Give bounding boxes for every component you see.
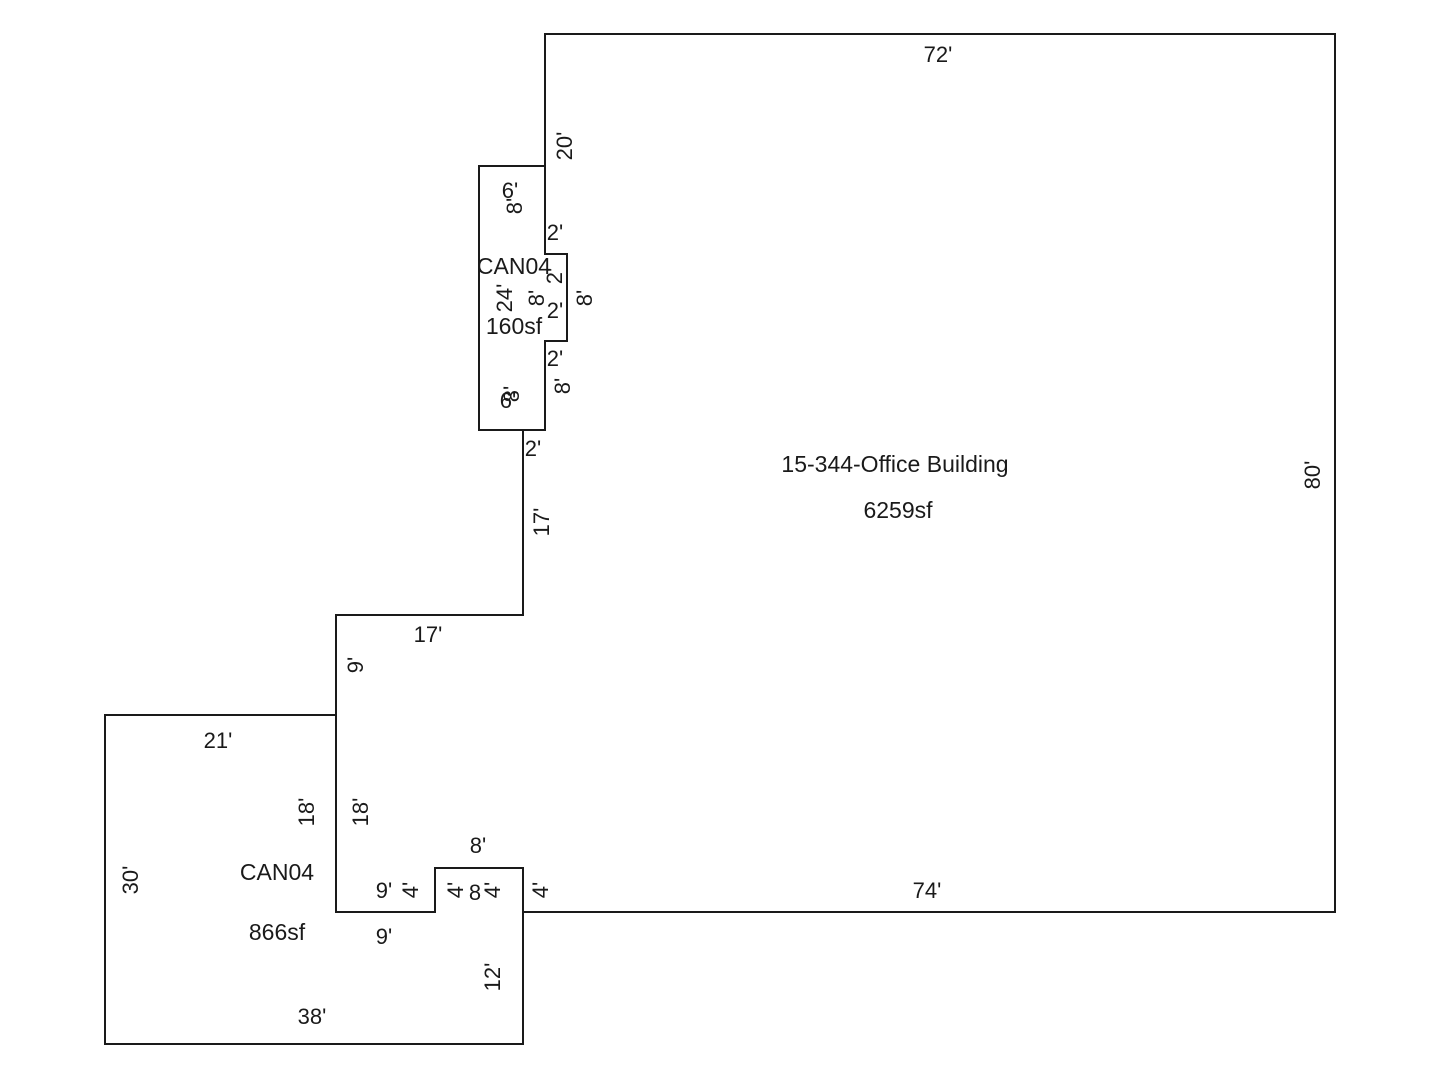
dim-canopy-bottom-9: 9' <box>376 924 392 949</box>
dim-canopy-top-2-c: 2' <box>547 298 563 323</box>
dim-main-right: 80' <box>1300 461 1325 490</box>
dim-canopy-top-8-right: 8' <box>572 290 597 306</box>
dim-canopy-top-6-lower: 6' <box>500 388 516 413</box>
dim-canopy-top-2-bottom: 2' <box>525 436 541 461</box>
dim-notch-left: 4' <box>398 882 423 898</box>
dim-notch-right: 4' <box>480 882 505 898</box>
dim-canopy-top-24: 24' <box>492 284 517 313</box>
canopy-top-outline <box>478 165 568 431</box>
dim-main-upper-left: 20' <box>552 132 577 161</box>
dim-notch-right-outer: 4' <box>528 882 553 898</box>
dim-main-bottom-left-9: 9' <box>376 878 392 903</box>
canopy-top-size: 160sf <box>486 313 543 339</box>
dim-main-bottom: 74' <box>913 878 942 903</box>
dim-main-step-top: 17' <box>414 622 443 647</box>
dim-canopy-bottom-right-18: 18' <box>294 798 319 827</box>
dim-canopy-top-8-lower-inner: 8' <box>499 386 524 402</box>
dim-notch-inner-a: 4' <box>443 882 468 898</box>
dim-canopy-bottom-bottom: 38' <box>298 1004 327 1029</box>
dim-canopy-bottom-12: 12' <box>480 963 505 992</box>
dim-canopy-top-8-inner: 8' <box>524 290 549 306</box>
dim-canopy-top-2-b: 2' <box>542 268 567 284</box>
dim-main-step-left: 9' <box>343 657 368 673</box>
dim-main-lower-left: 18' <box>348 798 373 827</box>
canopy-top-name: CAN04 <box>477 253 551 279</box>
dim-canopy-top-2-a: 2' <box>547 220 563 245</box>
office-building-name: 15-344-Office Building <box>781 451 1008 477</box>
dim-canopy-top-8-upper: 8' <box>502 198 527 214</box>
dim-canopy-top-8-lower: 8' <box>550 378 575 394</box>
dim-canopy-top-6-upper: 6' <box>502 178 518 203</box>
dim-notch-inner-b: 8 <box>469 880 481 905</box>
dim-notch-top: 8' <box>470 833 486 858</box>
dim-canopy-bottom-left: 30' <box>118 866 143 895</box>
canopy-bottom-size: 866sf <box>249 919 306 945</box>
dim-main-mid-left: 17' <box>529 508 554 537</box>
dim-main-top: 72' <box>924 42 953 67</box>
dim-canopy-top-2-d: 2' <box>547 346 563 371</box>
dim-canopy-bottom-top: 21' <box>204 728 233 753</box>
canopy-bottom-outline <box>104 714 524 1045</box>
canopy-bottom-name: CAN04 <box>240 859 314 885</box>
office-building-size: 6259sf <box>863 497 933 523</box>
